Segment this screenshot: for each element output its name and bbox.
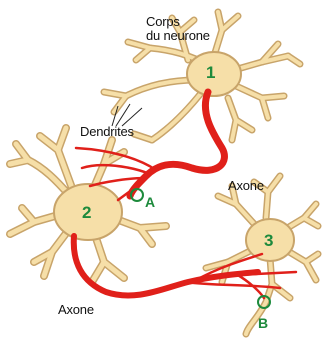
synapse-a-letter: A bbox=[145, 194, 155, 210]
neuron-3-number: 3 bbox=[264, 231, 273, 250]
cell-body-label-line-1: Corps bbox=[146, 14, 180, 29]
synapse-b-letter: B bbox=[258, 315, 268, 331]
dendrites-label: Dendrites bbox=[80, 124, 135, 139]
axon-label-2: Axone bbox=[58, 302, 94, 317]
axon-neuron-1 bbox=[130, 92, 224, 196]
cell-body-label-line-2: du neurone bbox=[146, 28, 210, 43]
neuron-2-number: 2 bbox=[82, 203, 91, 222]
axon-label-1: Axone bbox=[228, 178, 264, 193]
neuron-1-number: 1 bbox=[206, 63, 215, 82]
